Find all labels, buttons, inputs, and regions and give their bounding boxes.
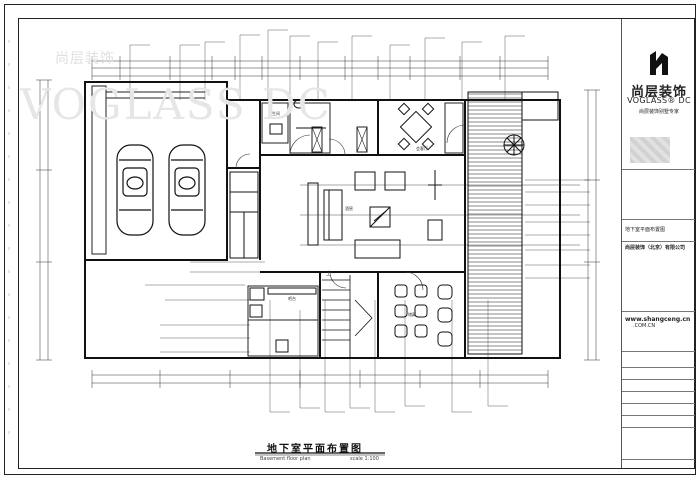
top-dimensions <box>91 56 549 80</box>
tea-table <box>397 102 435 151</box>
drawing-title: 地下室平面布置图 <box>267 444 363 455</box>
title-block: 尚层装饰 VOGLASS® DC 尚层装饰别墅专家 地下室平面布置图 尚层装饰（… <box>621 19 695 468</box>
garage <box>91 85 206 255</box>
drawing-subtitle: Basement floor plan <box>260 456 311 462</box>
wine-rack <box>229 171 259 259</box>
drawing-scale: scale 1:100 <box>350 456 379 462</box>
top-callouts <box>129 29 525 100</box>
door-swings <box>235 124 466 291</box>
right-callouts <box>525 179 590 279</box>
tb-web-cell: www.shangceng.cn .COM.CN <box>622 311 695 351</box>
tb-website: www.shangceng.cn <box>625 316 691 323</box>
car-icon <box>116 144 154 236</box>
gridlines <box>300 184 580 246</box>
walls <box>84 81 561 359</box>
tb-company: 尚层装饰（北京）有限公司 <box>625 245 686 251</box>
label-lounge: 酒窖 <box>345 205 353 211</box>
label-bath: 卫生间 <box>268 110 280 116</box>
bottom-dimensions <box>91 370 549 388</box>
bar-area <box>249 284 453 353</box>
label-bar: 吧台 <box>288 295 296 301</box>
left-dimensions <box>36 79 52 361</box>
label-up: 上 <box>326 270 331 277</box>
blurred-stamp <box>630 137 670 163</box>
label-storage: 储藏 <box>408 311 416 317</box>
inner-walls <box>247 102 464 357</box>
tb-name-cell: 地下室平面布置图 <box>622 219 695 241</box>
mountain-mark-icon <box>650 51 668 75</box>
terrace-hatch <box>467 91 523 355</box>
tb-project-cell <box>622 169 695 219</box>
brand-cn: 尚层装饰 <box>630 85 687 100</box>
left-callouts <box>145 261 265 353</box>
inner-border <box>18 18 695 469</box>
tb-drawing-name: 地下室平面布置图 <box>625 227 666 233</box>
brand-sub: 尚层装饰别墅专家 <box>638 109 679 115</box>
car-icon <box>168 144 206 236</box>
right-dimensions <box>584 89 600 361</box>
bath-fixtures <box>269 99 326 135</box>
tb-website-sub: .COM.CN <box>633 323 656 329</box>
label-tea: 会客厅 <box>416 145 428 151</box>
brand-en: VOGLASS® DC <box>627 96 691 105</box>
stair <box>322 275 373 358</box>
outer-border <box>4 4 696 475</box>
plant-icon <box>503 134 525 156</box>
tb-company-cell: 尚层装饰（北京）有限公司 <box>622 241 695 311</box>
